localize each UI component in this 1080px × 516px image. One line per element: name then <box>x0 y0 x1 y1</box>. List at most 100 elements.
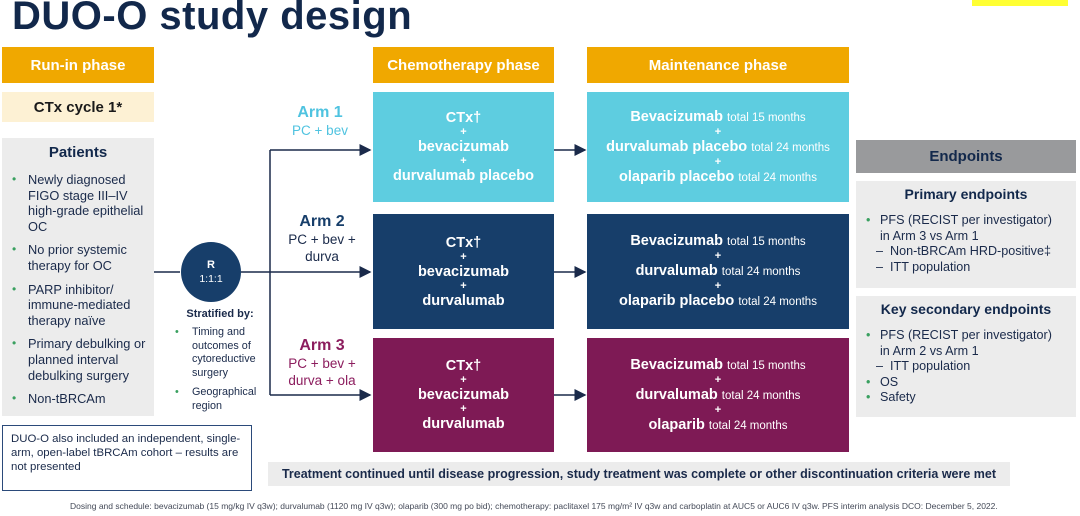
randomization-label: R <box>207 259 215 271</box>
patients-list: Newly diagnosed FIGO stage III–IV high-g… <box>2 172 152 415</box>
drug-name: Bevacizumab <box>630 233 723 249</box>
chemo-phase-header: Chemotherapy phase <box>373 47 554 83</box>
plus-sign: + <box>460 250 467 263</box>
plus-sign: + <box>714 125 722 138</box>
stratified-title: Stratified by: <box>186 308 254 320</box>
chemo-drug: bevacizumab <box>417 263 510 280</box>
plus-sign: + <box>714 373 722 386</box>
endpoint-item: Safety <box>866 390 1052 406</box>
secondary-endpoints-title: Key secondary endpoints <box>880 301 1052 317</box>
patients-box: Patients Newly diagnosed FIGO stage III–… <box>2 138 154 416</box>
endpoint-item: OS <box>866 375 1052 391</box>
maintenance-line: durvalumab placebo total 24 months <box>606 138 830 157</box>
patients-title: Patients <box>48 144 108 161</box>
endpoint-subitem: ITT population <box>876 359 1052 375</box>
maintenance-line: olaparib placebo total 24 months <box>619 292 817 311</box>
drug-name: olaparib <box>648 416 705 433</box>
chemo-drug: durvalumab <box>422 416 505 432</box>
list-item: Geographical region <box>170 386 270 413</box>
plus-sign: + <box>714 280 722 292</box>
primary-endpoints-box: Primary endpoints PFS (RECIST per invest… <box>856 181 1076 288</box>
endpoint-item-cont: in Arm 3 vs Arm 1 <box>880 228 979 243</box>
chemo-drug: CTx† <box>445 110 482 126</box>
duration: total 24 months <box>738 171 817 184</box>
plus-sign: + <box>460 126 467 138</box>
drug-name: Bevacizumab <box>630 108 723 125</box>
chemo-drug: bevacizumab <box>417 387 510 403</box>
maintenance-line: durvalumab total 24 months <box>636 386 801 405</box>
duration: total 15 months <box>727 359 806 372</box>
list-item: Timing and outcomes of cytoreductive sur… <box>170 326 270 380</box>
randomization-circle: R 1:1:1 <box>181 242 241 302</box>
duration: total 24 months <box>738 296 817 308</box>
arm-name: Arm 1 <box>297 104 343 121</box>
duration: total 24 months <box>721 389 801 402</box>
duration: total 15 months <box>727 111 806 124</box>
endpoint-item: PFS (RECIST per investigator) <box>866 213 1052 229</box>
list-item: PARP inhibitor/ immune-mediated therapy … <box>2 282 152 329</box>
arm-2-label: Arm 2 PC + bev + durva <box>276 213 368 265</box>
endpoint-item: PFS (RECIST per investigator) <box>866 328 1052 344</box>
cohort-note: DUO-O also included an independent, sing… <box>2 425 252 491</box>
maintenance-line: olaparib placebo total 24 months <box>619 168 817 187</box>
maintenance-line: Bevacizumab total 15 months <box>630 232 805 251</box>
maintenance-line: Bevacizumab total 15 months <box>630 356 805 375</box>
draft-badge <box>972 0 1068 6</box>
duration: total 15 months <box>727 236 806 248</box>
arm-1-label: Arm 1 PC + bev <box>272 104 368 139</box>
chemo-box-arm2: CTx† + bevacizumab + durvalumab <box>373 214 554 329</box>
ctx-cycle-box: CTx cycle 1* <box>2 92 154 122</box>
arm-regimen: PC + bev + durva <box>288 232 356 264</box>
dosing-footnote: Dosing and schedule: bevacizumab (15 mg/… <box>70 501 998 511</box>
arm-3-label: Arm 3 PC + bev + durva + ola <box>276 337 368 389</box>
chemo-drug: durvalumab <box>422 292 505 309</box>
stratified-list: Timing and outcomes of cytoreductive sur… <box>170 326 270 413</box>
page-title: DUO-O study design <box>12 0 413 38</box>
treatment-continued-bar: Treatment continued until disease progre… <box>268 462 1010 486</box>
list-item: Newly diagnosed FIGO stage III–IV high-g… <box>2 172 152 234</box>
duration: total 24 months <box>751 141 830 154</box>
plus-sign: + <box>460 403 467 415</box>
maintenance-line: olaparib total 24 months <box>648 416 787 435</box>
stratification-block: Stratified by: Timing and outcomes of cy… <box>170 308 270 419</box>
arm-regimen: PC + bev <box>292 123 348 138</box>
arm-name: Arm 2 <box>299 213 345 230</box>
maintenance-line: Bevacizumab total 15 months <box>630 108 805 127</box>
drug-name: durvalumab placebo <box>606 138 748 155</box>
plus-sign: + <box>460 155 467 167</box>
chemo-box-arm1: CTx† + bevacizumab + durvalumab placebo <box>373 92 554 202</box>
randomization-ratio: 1:1:1 <box>199 273 223 285</box>
maintenance-box-arm1: Bevacizumab total 15 months + durvalumab… <box>587 92 849 202</box>
list-item: Primary debulking or planned interval de… <box>2 336 152 383</box>
endpoint-subitem: Non-tBRCAm HRD-positive‡ <box>876 244 1052 260</box>
endpoints-header: Endpoints <box>856 140 1076 173</box>
runin-phase-header: Run-in phase <box>2 47 154 83</box>
list-item: No prior systemic therapy for OC <box>2 242 152 273</box>
chemo-drug: durvalumab placebo <box>392 168 534 184</box>
secondary-endpoints-box: Key secondary endpoints PFS (RECIST per … <box>856 296 1076 417</box>
endpoint-subitem: ITT population <box>876 260 1052 276</box>
plus-sign: + <box>714 403 722 416</box>
drug-name: olaparib placebo <box>619 293 735 309</box>
maintenance-phase-header: Maintenance phase <box>587 47 849 83</box>
list-item: Non-tBRCAm <box>2 391 152 407</box>
maintenance-box-arm3: Bevacizumab total 15 months + durvalumab… <box>587 338 849 452</box>
arm-regimen: PC + bev + durva + ola <box>288 356 356 388</box>
plus-sign: + <box>460 374 467 386</box>
drug-name: Bevacizumab <box>630 356 723 373</box>
arm-name: Arm 3 <box>299 337 345 354</box>
chemo-drug: bevacizumab <box>417 139 510 155</box>
chemo-box-arm3: CTx† + bevacizumab + durvalumab <box>373 338 554 452</box>
drug-name: durvalumab <box>635 386 718 403</box>
plus-sign: + <box>460 279 467 292</box>
drug-name: olaparib placebo <box>619 168 735 185</box>
maintenance-box-arm2: Bevacizumab total 15 months + durvalumab… <box>587 214 849 329</box>
plus-sign: + <box>714 155 722 168</box>
chemo-drug: CTx† <box>445 358 482 374</box>
primary-endpoints-title: Primary endpoints <box>904 186 1028 202</box>
plus-sign: + <box>714 250 722 262</box>
endpoint-item-cont: in Arm 2 vs Arm 1 <box>880 343 979 358</box>
maintenance-line: durvalumab total 24 months <box>636 262 801 281</box>
duration: total 24 months <box>708 419 788 432</box>
